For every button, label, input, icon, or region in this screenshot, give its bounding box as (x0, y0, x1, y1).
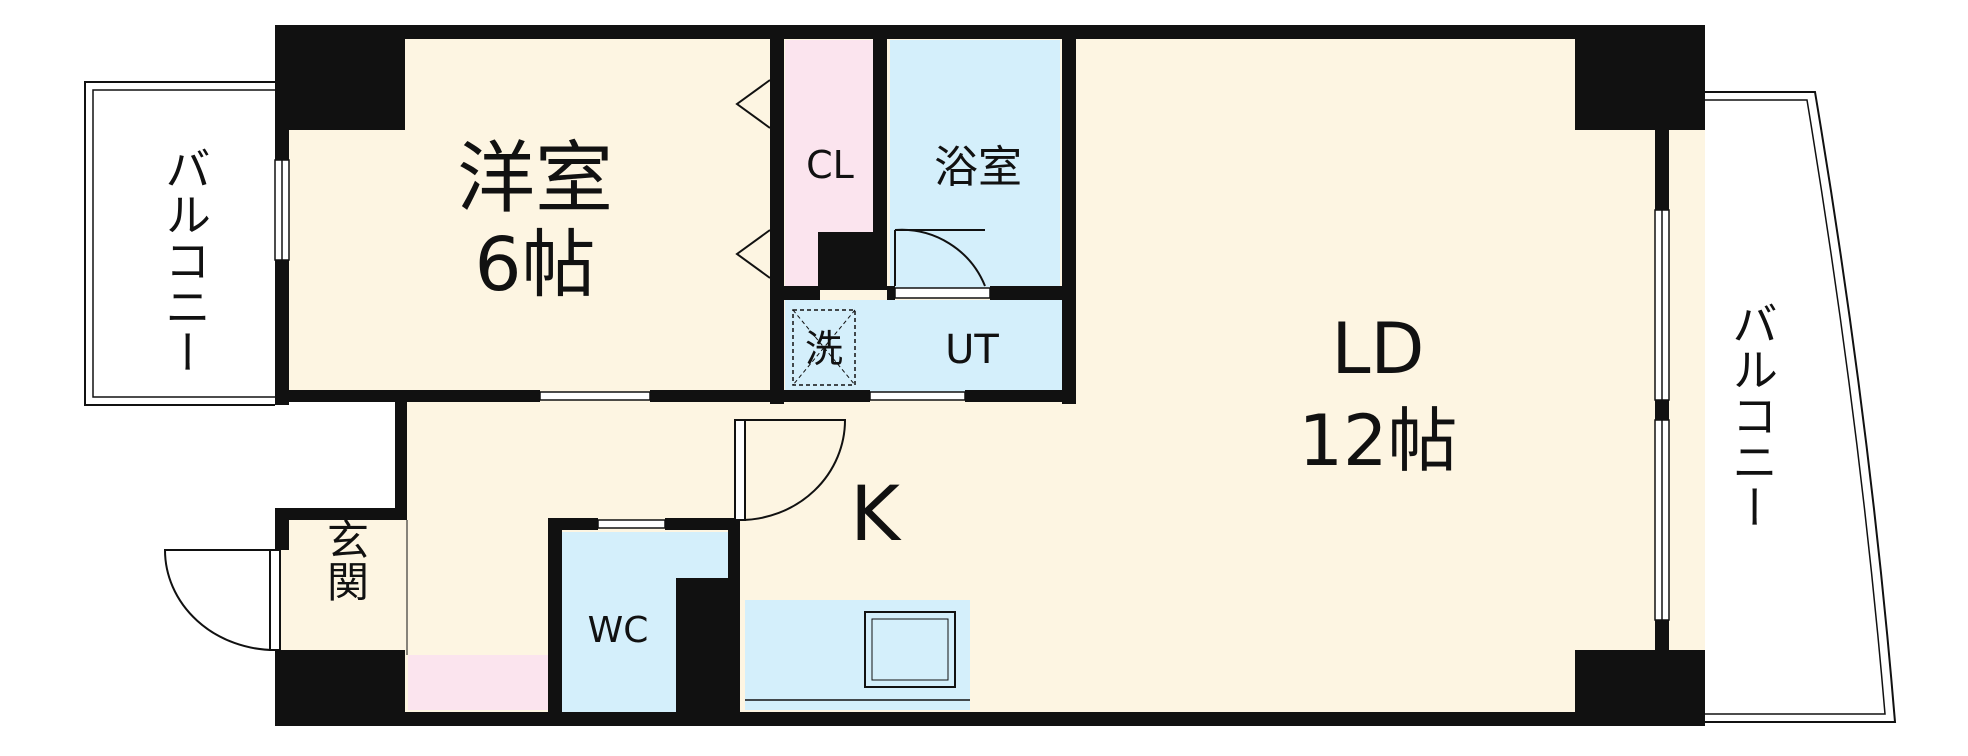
living-dining-name: LD (1332, 308, 1425, 390)
toilet-label: WC (588, 610, 649, 651)
entrance-label: 玄関 (321, 518, 370, 602)
window-bath (894, 287, 991, 299)
shoe-cabinet (408, 655, 548, 710)
balcony-left-area (84, 81, 275, 406)
balcony-right-area (1705, 91, 1897, 723)
washer-label: 洗 (805, 327, 843, 371)
column-bottom-left (275, 650, 405, 726)
doors (163, 79, 986, 651)
room-labels: 洋室 6帖 CL 浴室 洗 UT LD 12帖 K WC 玄関 バルコニー バル… (158, 134, 1779, 651)
kitchen-label: K (850, 469, 902, 558)
window-western (539, 391, 651, 401)
column-top-right (1575, 25, 1705, 130)
balcony-left-label: バルコニー (158, 145, 212, 375)
kitchen-counter (745, 600, 970, 710)
column-bottom-right (1575, 650, 1705, 726)
window-utility (869, 391, 966, 401)
balcony-right-label: バルコニー (1725, 300, 1779, 530)
walls (275, 25, 1705, 726)
sink (864, 611, 956, 688)
closet-door (735, 79, 771, 279)
western-room-size: 6帖 (474, 222, 595, 308)
utility-floor (785, 300, 1065, 395)
entrance-door (163, 549, 276, 651)
window-wc (597, 519, 666, 529)
living-dining-size: 12帖 (1298, 400, 1457, 482)
bathroom-floor (890, 40, 1060, 290)
western-room-name: 洋室 (457, 134, 613, 224)
utility-label: UT (945, 327, 999, 373)
windows (274, 159, 1670, 621)
washer-space (792, 309, 856, 386)
column-top-left (275, 25, 405, 130)
bathroom-door (894, 228, 986, 287)
bathroom-label: 浴室 (934, 142, 1022, 193)
closet-label: CL (806, 143, 854, 187)
fixtures (406, 309, 970, 701)
